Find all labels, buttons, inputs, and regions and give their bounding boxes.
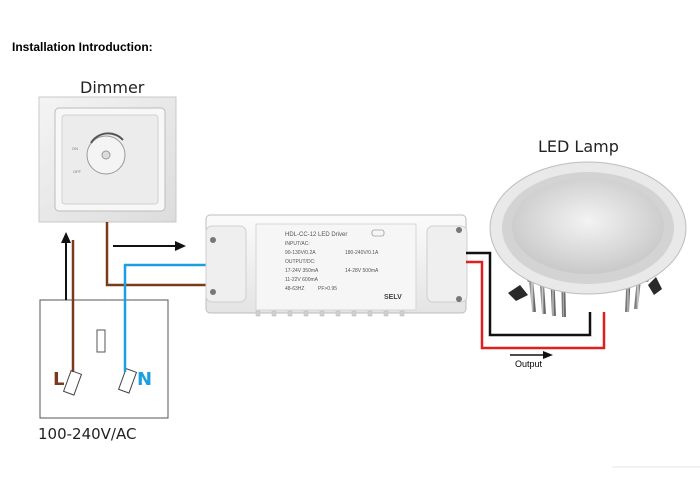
dimmer-to-driver-wire (105, 222, 222, 287)
driver-pf: PF>0.95 (318, 286, 337, 292)
dimmer-on-mark: ON (72, 146, 78, 151)
page-heading: Installation Introduction: (12, 40, 153, 54)
driver-output-header: OUTPUT/DC: (285, 259, 316, 265)
output-wires (466, 251, 606, 350)
led-driver: HDL-CC-12 LED Driver INPUT/AC: 90-130V/0… (205, 214, 468, 317)
led-lamp-label: LED Lamp (538, 137, 619, 156)
neutral-wire (123, 263, 222, 372)
wall-socket (39, 299, 169, 419)
driver-selv-mark: SELV (384, 294, 402, 301)
output-arrow-icon (510, 351, 553, 359)
dimmer-off-mark: OFF (73, 169, 82, 174)
driver-output-1: 17-24V 350mA (285, 268, 319, 274)
driver-model: HDL-CC-12 LED Driver (285, 232, 347, 238)
driver-freq: 48-63HZ (285, 286, 304, 292)
arrow-right-icon (113, 241, 186, 251)
driver-output-3: 11-22V 600mA (285, 277, 319, 283)
neutral-label: N (137, 369, 153, 390)
dimmer-label: Dimmer (80, 78, 145, 97)
output-negative-wire (466, 251, 592, 337)
live-label: L (53, 369, 65, 390)
dimmer-switch: ON OFF (38, 96, 177, 223)
output-label: Output (515, 359, 543, 369)
led-lamp (489, 161, 687, 318)
output-positive-wire (466, 260, 606, 350)
driver-output-2: 14-28V 500mA (345, 268, 379, 274)
arrow-up-icon (61, 232, 71, 300)
live-terminal (62, 369, 83, 396)
supply-voltage-label: 100-240V/AC (38, 425, 137, 443)
driver-input-header: INPUT/AC: (285, 241, 310, 247)
driver-input-1: 90-130V/0.2A (285, 250, 316, 256)
driver-input-2: 180-240V/0.1A (345, 250, 379, 256)
earth-terminal (96, 329, 106, 353)
supply-wires (71, 222, 222, 372)
neutral-terminal (117, 367, 138, 394)
